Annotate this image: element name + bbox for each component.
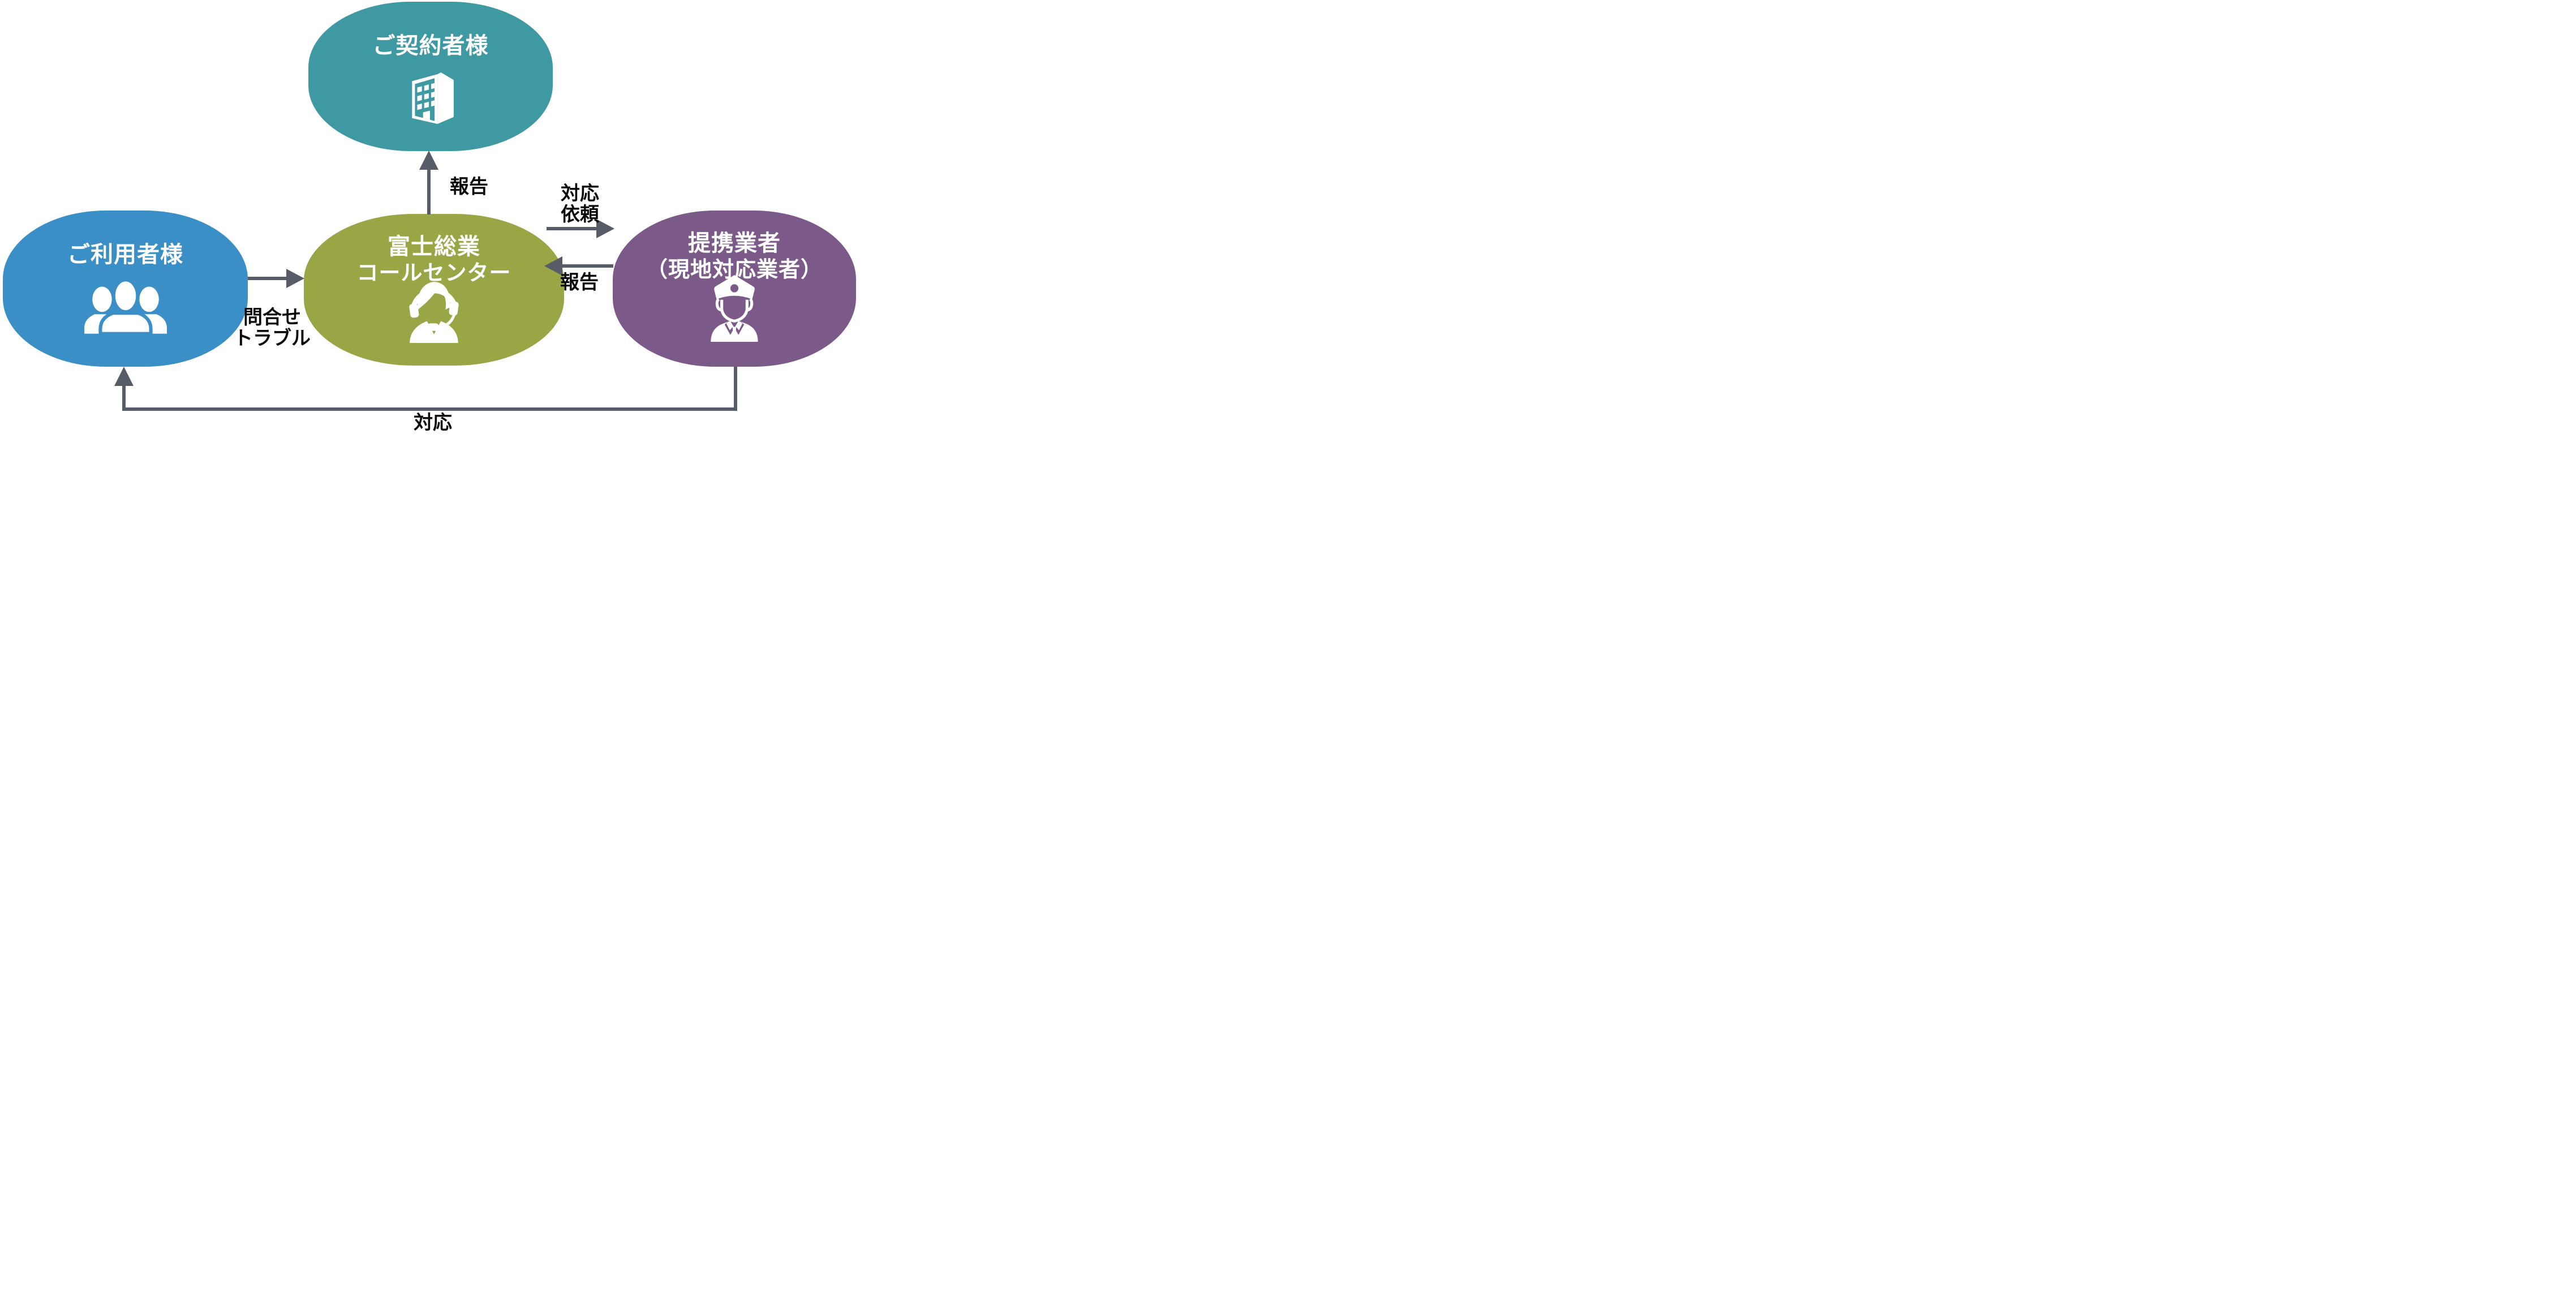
label-inquiry-line1: 問合せ [243,306,301,329]
label-request-line1: 対応 [561,182,599,205]
label-request-line2: 依頼 [561,203,599,226]
node-partner-label-line1: 提携業者 [688,230,781,256]
arrow-response-right-segment [734,367,737,411]
flow-diagram: ご契約者様 ご利用者様 富士総業 [0,0,859,435]
arrowhead-left-icon [544,256,562,276]
node-call-center-label-line1: 富士総業 [388,234,480,260]
arrowhead-right-icon [286,269,304,288]
label-response: 対応 [414,411,452,434]
people-icon [84,278,167,334]
arrow-response-left-segment [122,386,126,411]
node-partner: 提携業者 （現地対応業者） [613,211,856,367]
node-contractor-label: ご契約者様 [372,33,489,59]
arrow-report-to-contractor [427,169,431,214]
label-request: 対応 依頼 [537,183,622,225]
guard-icon [711,275,758,342]
node-call-center-label-line2: コールセンター [356,260,511,285]
arrow-inquiry [248,277,287,280]
arrowhead-right-icon [596,219,614,238]
label-inquiry: 問合せ トラブル [216,307,329,349]
building-icon [412,72,454,124]
label-inquiry-line2: トラブル [234,327,311,350]
arrow-request [547,227,597,230]
arrowhead-up-icon [114,367,134,386]
node-call-center: 富士総業 コールセンター [304,214,564,366]
node-contractor: ご契約者様 [308,2,553,151]
arrowhead-up-icon [419,151,438,170]
label-report-from-partner: 報告 [560,271,599,294]
node-users: ご利用者様 [3,211,248,367]
operator-headset-icon [409,282,459,343]
arrow-response-bottom-segment [122,407,737,411]
node-users-label: ご利用者様 [67,242,183,268]
label-report-to-contractor: 報告 [450,175,488,198]
arrow-report-from-partner [562,264,613,268]
